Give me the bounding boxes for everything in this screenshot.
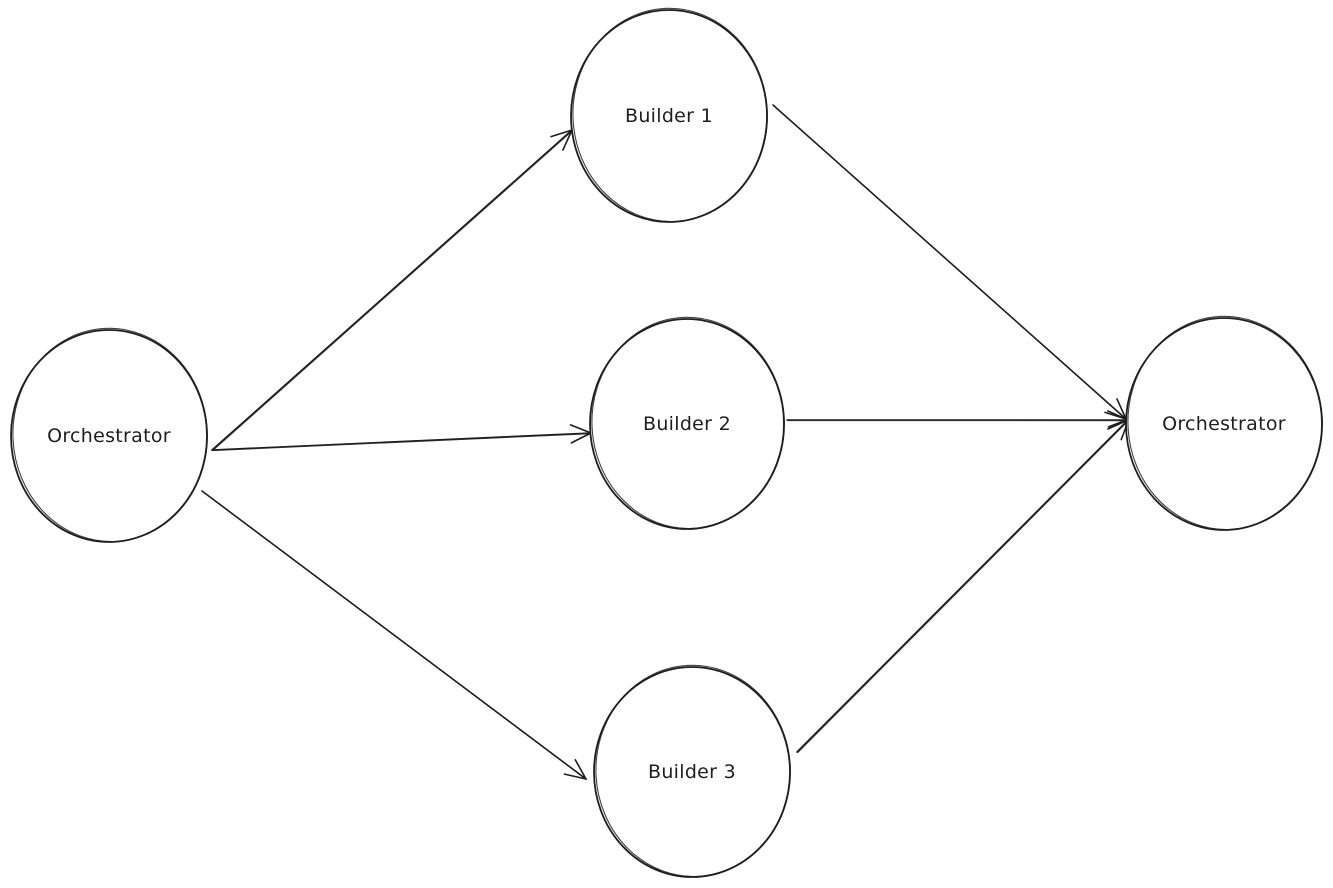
node-builder-1[interactable]: Builder 1: [568, 3, 773, 226]
edge-orchestrator-start-to-builder-2: [211, 424, 592, 452]
edge-builder-2-to-orchestrator-end: [786, 410, 1129, 430]
edge-line: [796, 418, 1130, 753]
node-label: Builder 1: [625, 105, 713, 127]
arrowhead-icon: [563, 759, 587, 780]
edge-line-sketch: [773, 105, 1127, 421]
node-circle-sketch: [572, 7, 768, 223]
node-circle-sketch: [1127, 315, 1323, 531]
node-orchestrator-start[interactable]: Orchestrator: [8, 323, 213, 546]
edge-line-sketch: [797, 419, 1130, 754]
node-builder-2[interactable]: Builder 2: [587, 312, 790, 533]
nodes-layer: Orchestrator Builder 1 Builder 2 Builder 3 O…: [8, 3, 1328, 881]
edge-line-sketch: [212, 433, 592, 452]
node-circle-sketch: [595, 664, 791, 878]
node-label: Orchestrator: [47, 425, 171, 447]
node-label: Builder 2: [643, 413, 731, 435]
edge-orchestrator-start-to-builder-3: [201, 490, 587, 781]
node-label: Builder 3: [648, 761, 736, 783]
node-circle-sketch: [591, 316, 785, 530]
edge-line: [211, 432, 592, 451]
edge-builder-3-to-orchestrator-end: [796, 418, 1130, 754]
node-label: Orchestrator: [1162, 413, 1286, 435]
edge-line-sketch: [202, 491, 587, 781]
node-orchestrator-end[interactable]: Orchestrator: [1123, 311, 1328, 534]
node-builder-3[interactable]: Builder 3: [591, 660, 796, 881]
edge-line: [211, 129, 573, 451]
edge-builder-1-to-orchestrator-end: [772, 104, 1127, 421]
edge-line-sketch: [212, 130, 573, 452]
node-circle-sketch: [12, 327, 208, 543]
edges-layer: [201, 104, 1130, 781]
edge-orchestrator-start-to-builder-1: [211, 129, 573, 452]
